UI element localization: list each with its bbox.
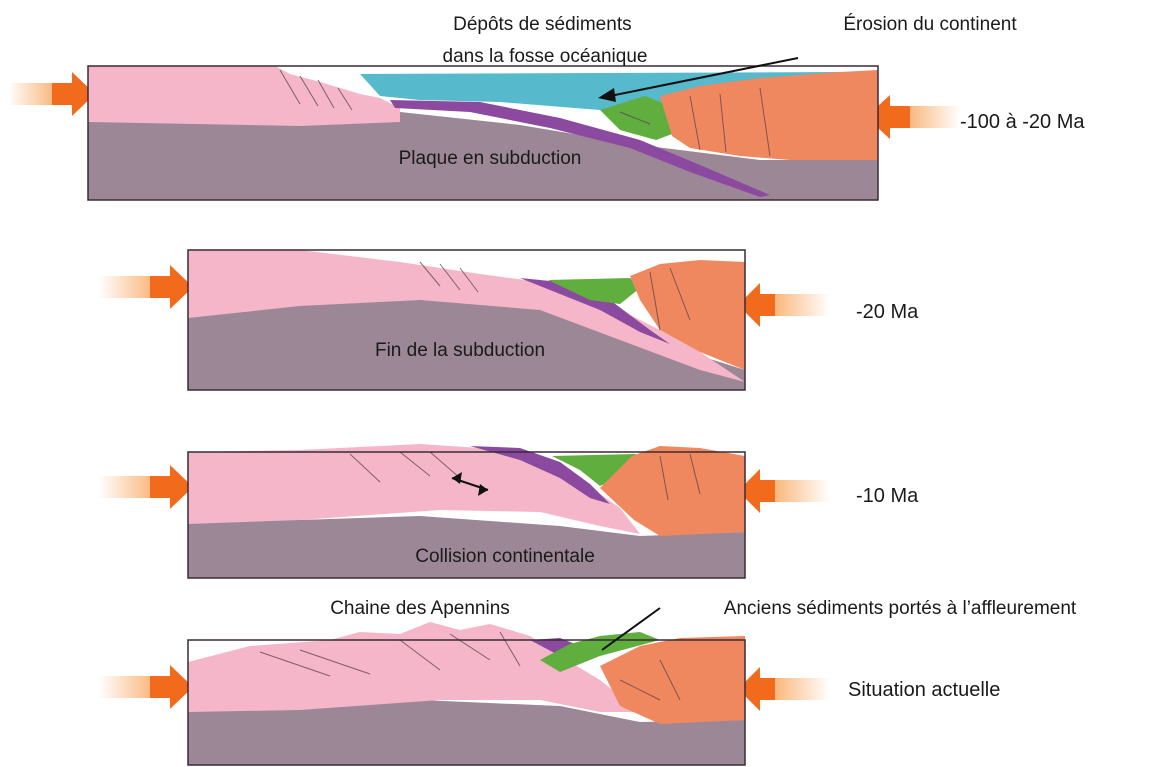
label-old-sediments: Anciens sédiments portés à l’affleuremen… <box>724 598 1077 619</box>
stage-label-1: -100 à -20 Ma <box>960 111 1085 133</box>
left-continent <box>88 66 400 126</box>
push-arrow-right-icon <box>738 667 830 711</box>
push-arrow-left-head <box>150 265 193 309</box>
label-end-of-subduction: Fin de la subduction <box>375 340 545 361</box>
panel-3-continental-collision: Collision continentale -10 Ma <box>98 444 919 578</box>
label-sediment-deposits-line2: dans la fosse océanique <box>443 46 648 67</box>
push-arrow-right-icon <box>866 95 960 139</box>
label-sediment-deposits: Dépôts de sédiments dans la fosse océani… <box>443 14 648 67</box>
label-apennine-chain: Chaine des Apennins <box>330 598 510 619</box>
label-continental-collision: Collision continentale <box>415 546 595 567</box>
panel-1-subduction: Dépôts de sédiments dans la fosse océani… <box>8 14 1085 200</box>
panel-4-present-day: Chaine des Apennins Anciens sédiments po… <box>98 598 1077 765</box>
stage-label-4: Situation actuelle <box>848 679 1000 701</box>
panel-2-end-of-subduction: Fin de la subduction -20 Ma <box>98 250 919 390</box>
stage-label-2: -20 Ma <box>856 301 919 323</box>
push-arrow-left-head <box>150 665 193 709</box>
label-sediment-deposits-line1: Dépôts de sédiments <box>453 14 632 35</box>
label-subducting-plate: Plaque en subduction <box>399 148 582 169</box>
push-arrow-left-head <box>150 465 193 509</box>
label-erosion: Érosion du continent <box>843 14 1017 35</box>
push-arrow-left-icon <box>98 265 193 309</box>
push-arrow-right-icon <box>738 469 830 513</box>
push-arrow-left-icon <box>98 665 193 709</box>
push-arrow-right-icon <box>738 283 830 327</box>
push-arrow-left-icon <box>8 72 95 116</box>
stage-label-3: -10 Ma <box>856 485 919 507</box>
push-arrow-left-icon <box>98 465 193 509</box>
